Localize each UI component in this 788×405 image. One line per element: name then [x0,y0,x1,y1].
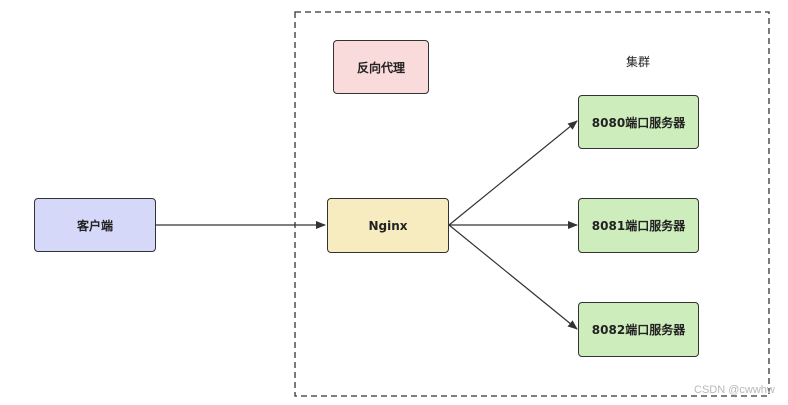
reverse-proxy-label: 反向代理 [356,60,405,75]
server-8082-node: 8082端口服务器 [578,302,699,357]
server-8081-label: 8081端口服务器 [591,219,686,233]
cluster-boundary [294,11,770,397]
arrow-nginx-to-8080 [448,120,578,226]
cluster-label: 集群 [626,55,651,69]
watermark-text: CSDN @cwwhw [694,384,775,396]
client-node: 客户端 [34,198,156,252]
server-8080-node: 8080端口服务器 [578,95,699,149]
nginx-node: Nginx [327,198,449,253]
reverse-proxy-node: 反向代理 [333,40,429,94]
server-8082-label: 8082端口服务器 [591,323,686,337]
server-8080-label: 8080端口服务器 [591,115,686,130]
arrow-nginx-to-8082 [448,224,578,330]
client-node-label: 客户端 [76,218,113,233]
nginx-node-label: Nginx [368,218,408,233]
server-8081-node: 8081端口服务器 [578,198,699,253]
